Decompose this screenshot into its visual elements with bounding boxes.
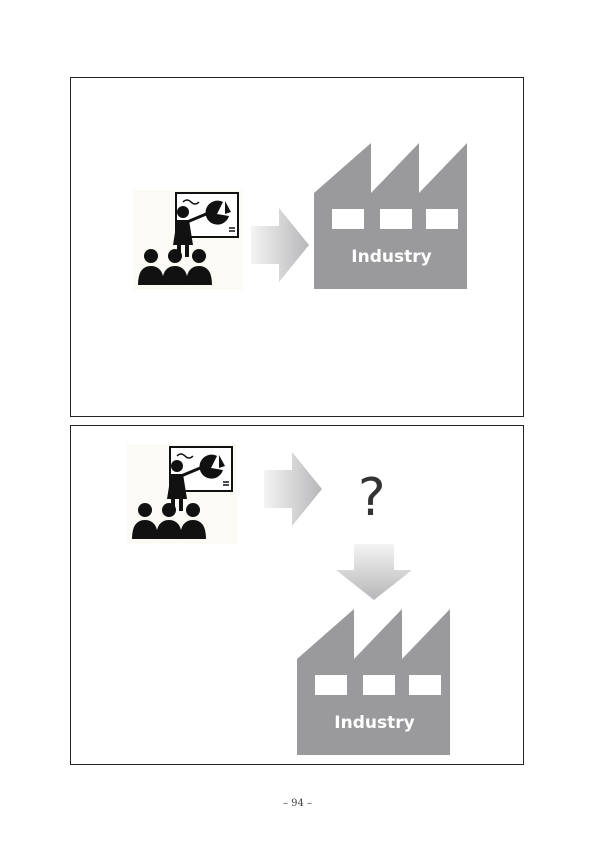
slide-2: ? Industry (70, 425, 524, 765)
arrow-right-icon (251, 208, 309, 282)
presenter-icon (127, 444, 237, 544)
audience-icon (132, 503, 206, 539)
arrow-down-icon (336, 544, 412, 600)
factory-label: Industry (351, 247, 432, 267)
factory-label: Industry (334, 713, 415, 733)
arrow-right-icon (264, 452, 322, 526)
question-mark: ? (358, 468, 386, 528)
slide-1: Industry (70, 77, 524, 417)
presenter-icon (133, 190, 243, 290)
audience-icon (138, 249, 212, 285)
page-number: – 94 – (282, 798, 313, 809)
factory-icon: Industry (314, 143, 469, 289)
factory-icon: Industry (297, 609, 452, 755)
